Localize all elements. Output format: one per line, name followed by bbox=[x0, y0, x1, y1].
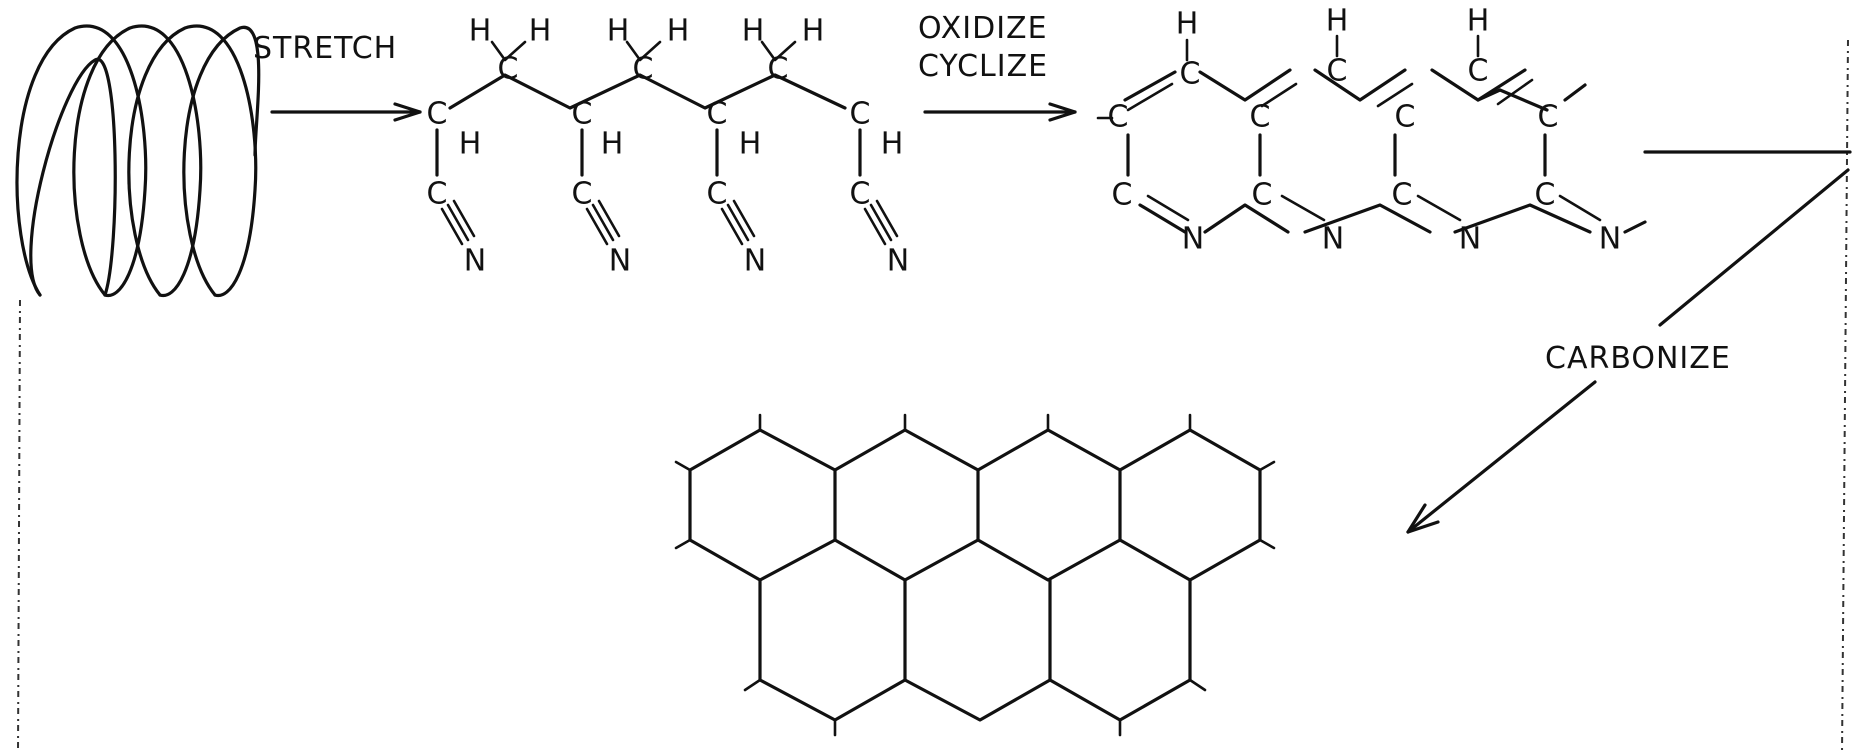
nitrile-carbon-2: C bbox=[572, 177, 593, 212]
ring-nitrogen-1: N bbox=[1182, 222, 1204, 257]
nitrile-nitrogen-1: N bbox=[464, 244, 486, 279]
nitrile-nitrogen-4: N bbox=[887, 244, 909, 279]
left-page-edge bbox=[17, 299, 21, 753]
ring-carbon-bottom-3: C bbox=[1392, 178, 1413, 213]
ring-carbon-mid-2: C bbox=[1395, 100, 1416, 135]
ring-carbon-bottom-2: C bbox=[1252, 178, 1273, 213]
nitrile-carbon-4: C bbox=[850, 177, 871, 212]
chain-carbon-5: C bbox=[707, 97, 728, 132]
chain-hydrogen-3: H bbox=[601, 127, 624, 162]
chain-carbon-2: C bbox=[498, 52, 519, 87]
carbonize-arrow-head bbox=[1406, 503, 1440, 534]
ring-hydrogen-3: H bbox=[1467, 4, 1490, 39]
ring-carbon-mid-3: C bbox=[1538, 100, 1559, 135]
ring-carbon-mid-1: C bbox=[1250, 100, 1271, 135]
ring-nitrogen-2: N bbox=[1322, 222, 1344, 257]
chain-hydrogen-5: H bbox=[739, 127, 762, 162]
ring-nitrogen-4: N bbox=[1599, 222, 1621, 257]
right-page-edge bbox=[1841, 39, 1849, 753]
ring-hydrogen-1: H bbox=[1176, 7, 1199, 42]
chain-carbon-1: C bbox=[427, 97, 448, 132]
chain-hydrogen-6a: H bbox=[742, 14, 765, 49]
chain-hydrogen-1: H bbox=[459, 127, 482, 162]
chain-carbon-3: C bbox=[572, 97, 593, 132]
stretch-label: STRETCH bbox=[253, 31, 397, 66]
ring-hydrogen-2: H bbox=[1326, 4, 1349, 39]
chain-hydrogen-6b: H bbox=[802, 14, 825, 49]
chain-carbon-6: C bbox=[768, 52, 789, 87]
ring-carbon-top-1: C bbox=[1180, 57, 1201, 92]
nitrile-nitrogen-3: N bbox=[744, 244, 766, 279]
chain-carbon-7: C bbox=[850, 97, 871, 132]
chain-hydrogen-2a: H bbox=[469, 14, 492, 49]
polymer-coil bbox=[15, 24, 261, 298]
nitrile-carbon-3: C bbox=[707, 177, 728, 212]
carbonize-arrow-lower bbox=[1406, 380, 1597, 534]
chain-carbon-4: C bbox=[633, 52, 654, 87]
nitrile-nitrogen-2: N bbox=[609, 244, 631, 279]
ring-nitrogen-3: N bbox=[1459, 222, 1481, 257]
ring-carbon-top-2: C bbox=[1327, 54, 1348, 89]
oxidize-arrow-head bbox=[1048, 102, 1077, 122]
nitrile-carbon-1: C bbox=[427, 177, 448, 212]
ring-carbon-bottom-1: C bbox=[1112, 178, 1133, 213]
carbonize-label: CARBONIZE bbox=[1545, 341, 1731, 376]
chain-hydrogen-4b: H bbox=[667, 14, 690, 49]
cyclize-label: CYCLIZE bbox=[918, 49, 1048, 84]
ring-carbon-left: C bbox=[1108, 100, 1129, 135]
graphite-hexagon-network bbox=[674, 413, 1276, 737]
carbonize-arrow-upper bbox=[1658, 168, 1850, 327]
chain-hydrogen-4a: H bbox=[607, 14, 630, 49]
chain-hydrogen-2b: H bbox=[529, 14, 552, 49]
ring-carbon-bottom-4: C bbox=[1535, 178, 1556, 213]
stretch-arrow-head bbox=[393, 102, 422, 122]
polyacrylonitrile-chain: C H C H H C H C H H C H C H H C H C N C … bbox=[427, 14, 910, 279]
ring-carbon-top-3: C bbox=[1468, 54, 1489, 89]
cyclized-ladder-polymer: H H H C C C C C C C C C C C N N N N bbox=[1096, 4, 1852, 257]
chain-hydrogen-7: H bbox=[881, 127, 904, 162]
oxidize-label: OXIDIZE bbox=[918, 11, 1048, 46]
